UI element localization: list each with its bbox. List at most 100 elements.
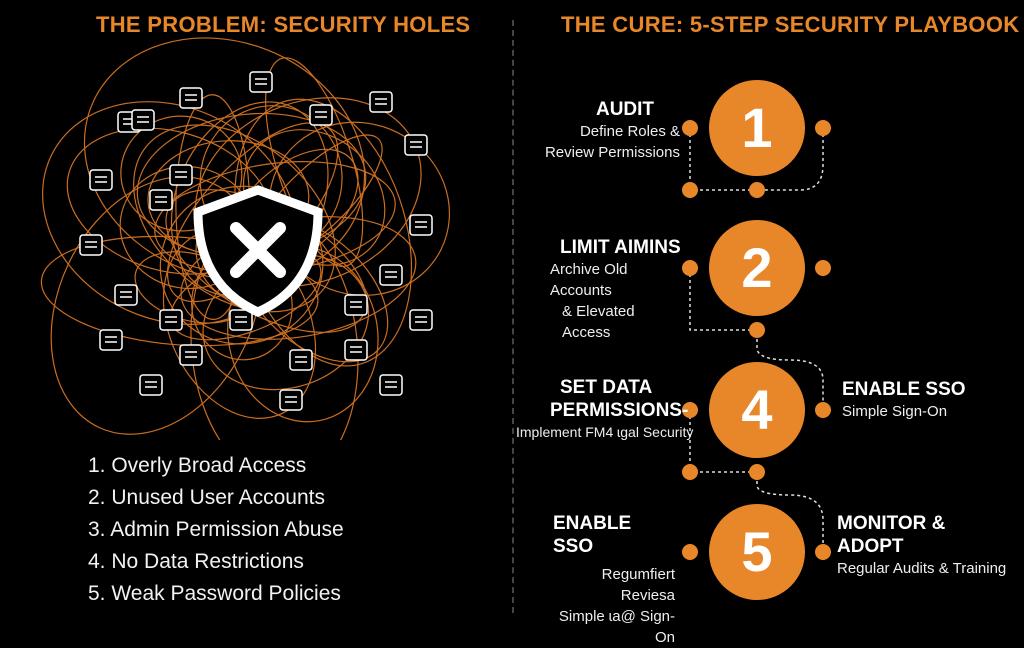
cure-title: THE CURE: 5-STEP SECURITY PLAYBOOK bbox=[561, 12, 1020, 37]
document-icon bbox=[159, 309, 183, 331]
step-5-text: ENABLE SSO Regumfiert Reviesa Simple ɩa@… bbox=[545, 512, 675, 648]
document-icon-lines bbox=[175, 171, 187, 178]
step-2-text: LIMIT AIMINS Archive Old Accounts & Elev… bbox=[530, 236, 686, 343]
connector-dot bbox=[682, 464, 698, 480]
step-title: PERMISSIONS- bbox=[550, 400, 689, 421]
tangle-line bbox=[120, 115, 243, 232]
document-icon-lines bbox=[235, 316, 247, 323]
document-icon bbox=[289, 349, 313, 371]
document-icon-lines bbox=[285, 396, 297, 403]
document-icon-lines bbox=[350, 301, 362, 308]
step-desc: Define Roles & bbox=[579, 123, 680, 140]
divider bbox=[512, 20, 514, 613]
step-desc: Archive Old Accounts bbox=[550, 261, 628, 299]
document-icon bbox=[179, 344, 203, 366]
document-icon-lines bbox=[415, 316, 427, 323]
step-desc: Simple Sign-On bbox=[842, 403, 948, 420]
document-icon-lines bbox=[145, 381, 157, 388]
connector-dot bbox=[682, 260, 698, 276]
document-icon-lines bbox=[155, 196, 167, 203]
document-icon-lines bbox=[385, 271, 397, 278]
tangle-line bbox=[133, 124, 336, 313]
document-icon bbox=[409, 309, 433, 331]
tangle-line bbox=[40, 235, 319, 347]
document-icon-lines bbox=[95, 176, 107, 183]
document-icon-lines bbox=[185, 94, 197, 101]
step-5-badge: 5 bbox=[709, 504, 805, 600]
document-icon bbox=[131, 109, 155, 131]
document-icon bbox=[249, 71, 273, 93]
connector-dot bbox=[749, 322, 765, 338]
document-icon-lines bbox=[385, 381, 397, 388]
step-4-text: SET DATA PERMISSIONS- Implement FM4 ɩgal… bbox=[516, 376, 706, 443]
connector-dot bbox=[749, 182, 765, 198]
document-icon-lines bbox=[295, 356, 307, 363]
step-4-side-text: ENABLE SSO Simple Sign-On bbox=[842, 378, 966, 422]
connector-dot bbox=[682, 120, 698, 136]
document-icon-lines bbox=[120, 291, 132, 298]
document-icon-lines bbox=[255, 78, 267, 85]
step-1-badge: 1 bbox=[709, 80, 805, 176]
step-desc: Regular Audits & Training bbox=[837, 560, 1007, 577]
problem-item: 1. Overly Broad Access bbox=[88, 454, 307, 477]
connector-dot bbox=[815, 402, 831, 418]
document-icon bbox=[79, 234, 103, 256]
step-title: LIMIT AIMINS bbox=[560, 237, 681, 258]
step-desc: & Elevated Access bbox=[562, 303, 635, 341]
step-4-badge: 4 bbox=[709, 362, 805, 458]
problem-item: 4. No Data Restrictions bbox=[88, 550, 304, 573]
security-holes-tangle bbox=[40, 37, 451, 440]
problem-item: 5. Weak Password Policies bbox=[88, 582, 341, 605]
document-icon-lines bbox=[185, 351, 197, 358]
document-icon-lines bbox=[165, 316, 177, 323]
problem-title: THE PROBLEM: SECURITY HOLES bbox=[96, 12, 471, 37]
document-icon-lines bbox=[315, 111, 327, 118]
step-title: ADOPT bbox=[837, 536, 904, 557]
document-icon bbox=[179, 87, 203, 109]
problem-item: 3. Admin Permission Abuse bbox=[88, 518, 344, 541]
document-icon bbox=[344, 294, 368, 316]
problem-list: 1. Overly Broad Access 2. Unused User Ac… bbox=[88, 450, 344, 610]
document-icon bbox=[99, 329, 123, 351]
tangle-line bbox=[268, 121, 451, 296]
step-title: SET DATA bbox=[560, 377, 653, 398]
step-desc: Regumfiert Reviesa bbox=[601, 566, 675, 604]
connector-dot bbox=[682, 402, 698, 418]
document-icon bbox=[344, 339, 368, 361]
problem-item: 2. Unused User Accounts bbox=[88, 486, 325, 509]
document-icon-lines bbox=[415, 221, 427, 228]
step-1-text: AUDIT Define Roles & Review Permissions bbox=[530, 98, 680, 163]
connector-dot bbox=[815, 260, 831, 276]
document-icon-lines bbox=[137, 116, 149, 123]
document-icon-lines bbox=[105, 336, 117, 343]
connector-dot bbox=[682, 182, 698, 198]
step-title: MONITOR & bbox=[837, 513, 946, 534]
document-icon bbox=[404, 134, 428, 156]
document-icon-lines bbox=[410, 141, 422, 148]
connector-dot bbox=[815, 120, 831, 136]
connector-dot bbox=[682, 544, 698, 560]
document-icon bbox=[149, 189, 173, 211]
step-5-side-text: MONITOR & ADOPT Regular Audits & Trainin… bbox=[837, 512, 1006, 579]
step-desc: Implement FM4 ɩgal Security bbox=[516, 424, 694, 440]
step-title: ENABLE SSO bbox=[842, 379, 966, 400]
document-icon bbox=[309, 104, 333, 126]
tangle-line bbox=[83, 37, 366, 281]
document-icon bbox=[114, 284, 138, 306]
step-2-badge: 2 bbox=[709, 220, 805, 316]
document-icon bbox=[169, 164, 193, 186]
step-desc: Simple ɩa@ Sign-On bbox=[558, 608, 675, 646]
document-icon bbox=[379, 374, 403, 396]
document-icon bbox=[409, 214, 433, 236]
step-title: ENABLE SSO bbox=[553, 513, 632, 557]
document-icon-lines bbox=[85, 241, 97, 248]
step-desc: Review Permissions bbox=[544, 144, 680, 161]
connector-dot bbox=[749, 464, 765, 480]
document-icon bbox=[229, 309, 253, 331]
connector-dot bbox=[815, 544, 831, 560]
document-icon bbox=[369, 91, 393, 113]
document-icon-lines bbox=[375, 98, 387, 105]
document-icon bbox=[139, 374, 163, 396]
document-icon bbox=[379, 264, 403, 286]
document-icon-lines bbox=[350, 346, 362, 353]
